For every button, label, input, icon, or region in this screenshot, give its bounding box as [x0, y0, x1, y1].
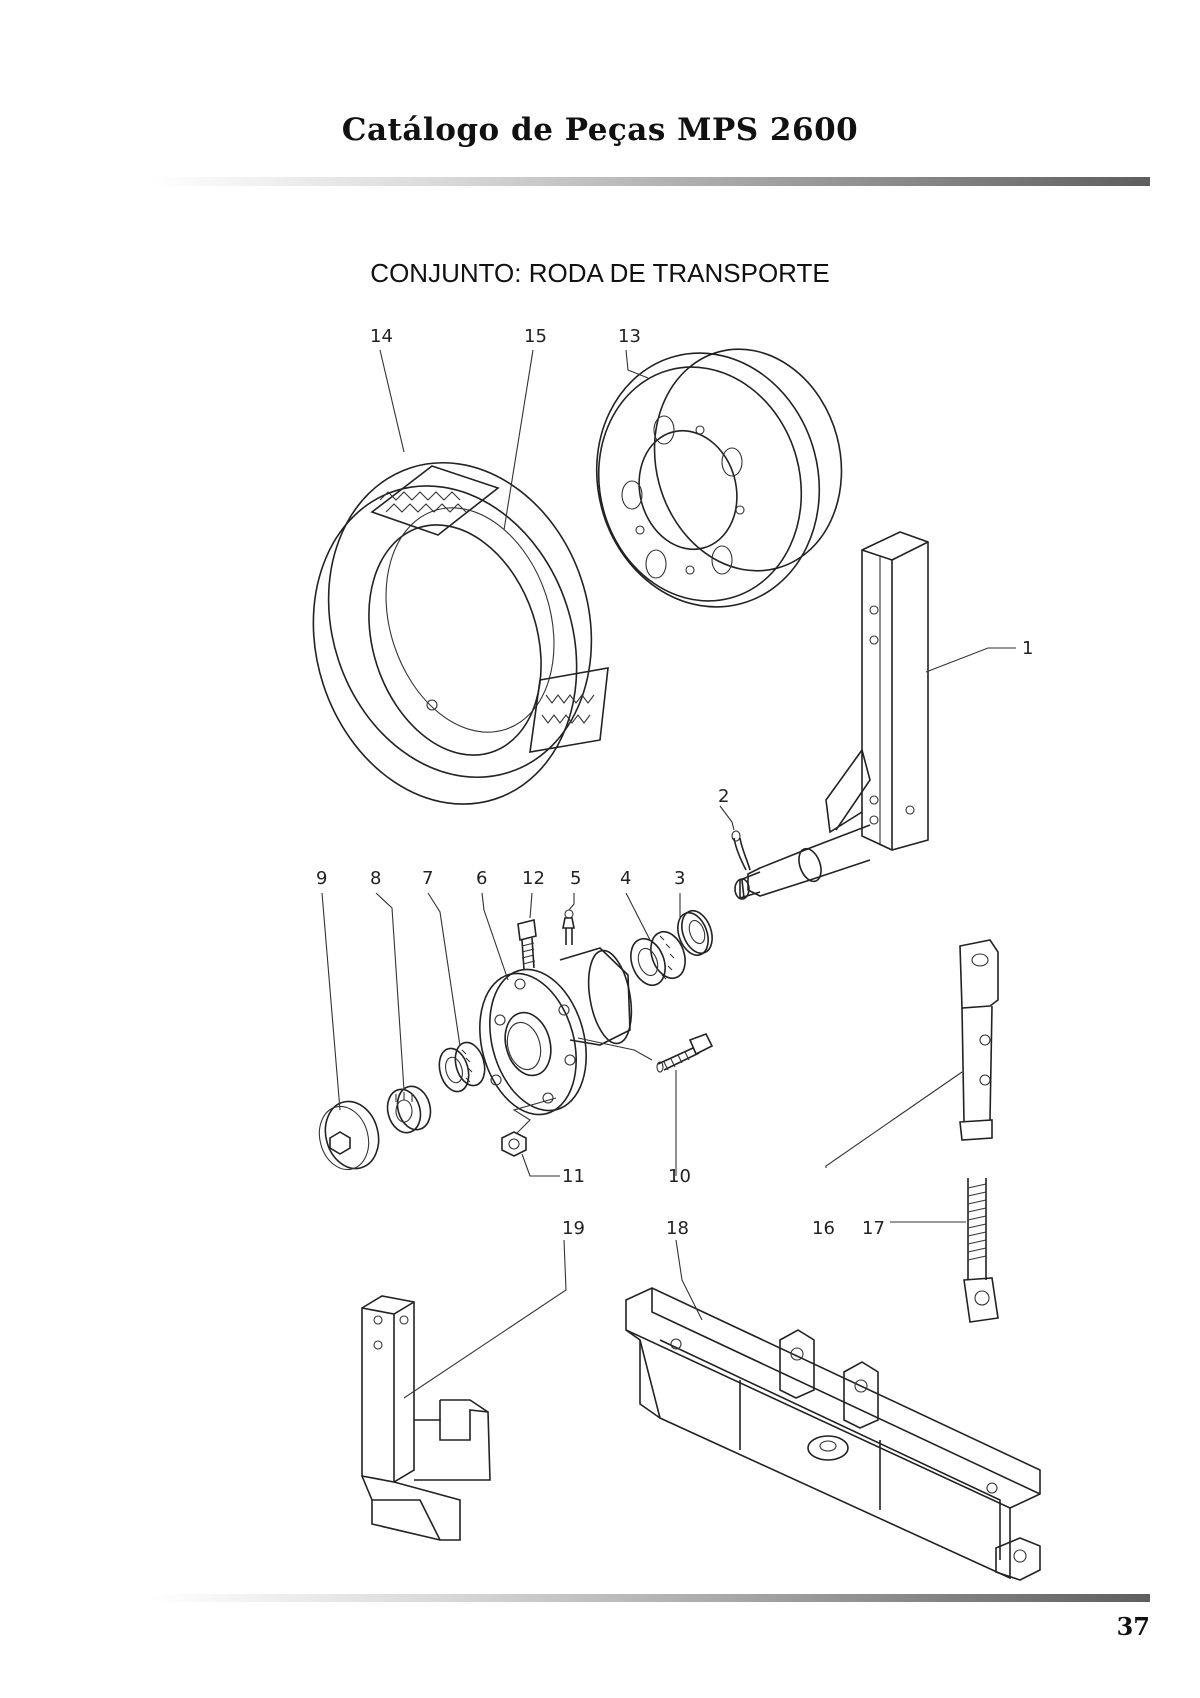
callout-11: 11	[562, 1166, 585, 1187]
callout-4: 4	[620, 868, 631, 889]
bearing-inner-drawing	[630, 930, 686, 987]
cotter-pin-drawing	[731, 830, 751, 871]
callout-18: 18	[666, 1218, 689, 1239]
callout-12: 12	[522, 868, 545, 889]
bearing-outer-drawing	[438, 1041, 486, 1093]
transport-bracket-drawing	[361, 1295, 491, 1541]
callout-6: 6	[476, 868, 487, 889]
callout-17: 17	[862, 1218, 885, 1239]
hub-drawing	[479, 947, 633, 1116]
tire-drawing	[312, 461, 609, 805]
callout-14: 14	[370, 326, 393, 347]
callout-3: 3	[674, 868, 685, 889]
callout-7: 7	[422, 868, 433, 889]
wheel-nut-drawing	[501, 1131, 527, 1157]
washer-drawing	[677, 909, 713, 957]
header-rule	[150, 177, 1150, 186]
callout-8: 8	[370, 868, 381, 889]
callout-10: 10	[668, 1166, 691, 1187]
castle-nut-drawing	[386, 1085, 432, 1134]
callout-16: 16	[812, 1218, 835, 1239]
callout-5: 5	[570, 868, 581, 889]
callout-2: 2	[718, 786, 729, 807]
rim-drawing	[595, 348, 843, 608]
callout-15: 15	[524, 326, 547, 347]
wheel-arm-drawing	[734, 531, 929, 900]
section-title: CONJUNTO: RODA DE TRANSPORTE	[370, 258, 830, 288]
footer-rule	[150, 1594, 1150, 1602]
callout-labels: 14 15 13 1 2 9 8 7 6 12 5 4 3 11 10 19 1…	[316, 326, 1033, 1239]
grease-fitting-drawing	[562, 909, 575, 945]
threaded-rod-drawing	[963, 1178, 999, 1323]
callout-13: 13	[618, 326, 641, 347]
hub-screw-drawing	[517, 919, 537, 971]
callout-1: 1	[1022, 638, 1033, 659]
page-title: Catálogo de Peças MPS 2600	[341, 112, 859, 148]
callout-9: 9	[316, 868, 327, 889]
adjuster-rod-drawing	[959, 939, 999, 1141]
hub-cap-drawing	[318, 1100, 380, 1171]
leader-lines	[321, 349, 1016, 1399]
transport-frame-drawing	[625, 1287, 1041, 1581]
page-number: 37	[1116, 1612, 1150, 1641]
callout-19: 19	[562, 1218, 585, 1239]
wheel-bolt-drawing	[656, 1032, 714, 1073]
